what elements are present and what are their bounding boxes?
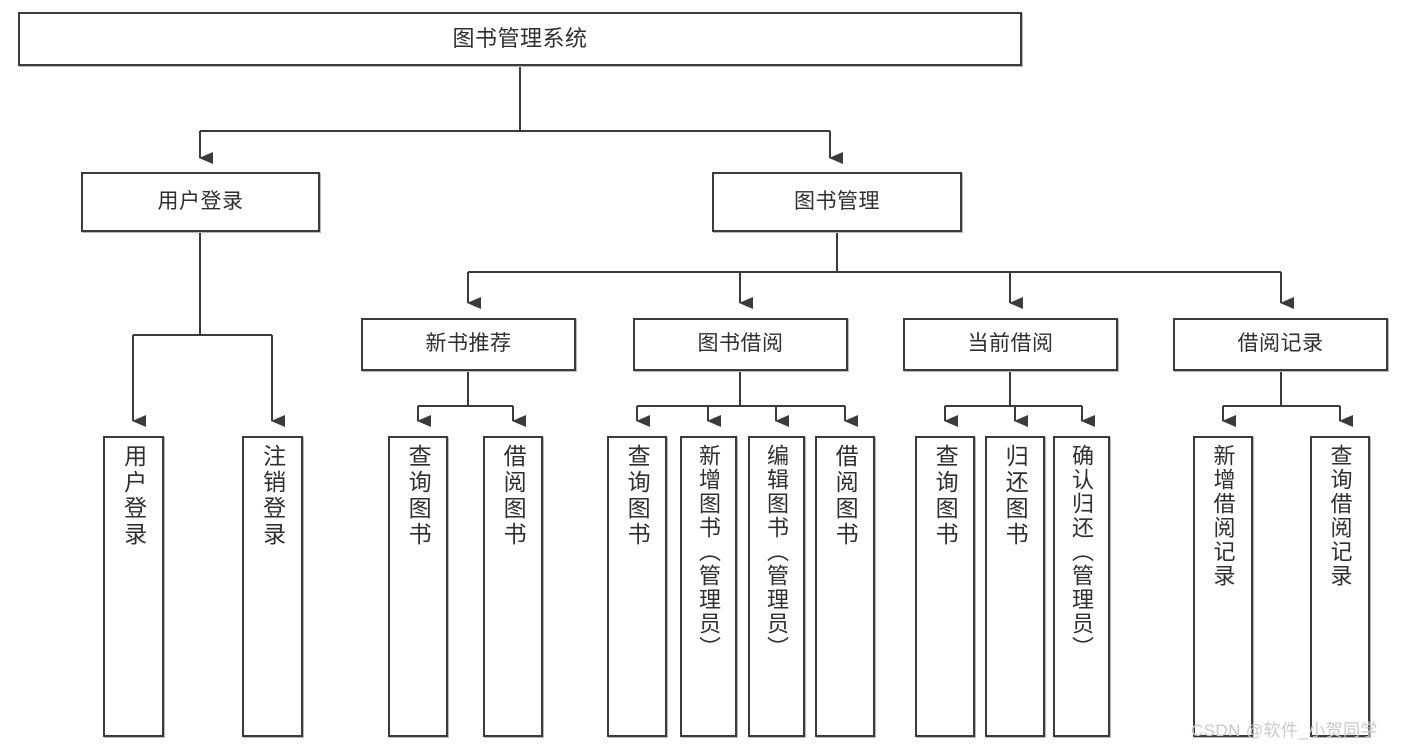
node-leaf-logout-login-label: 注销登录 <box>259 444 286 548</box>
node-leaf-borrow-book-1-label: 借阅图书 <box>500 444 527 548</box>
node-borrow-record[interactable]: 借阅记录 <box>1173 318 1388 371</box>
node-leaf-borrow-book-2[interactable]: 借阅图书 <box>815 436 875 737</box>
node-leaf-logout-login[interactable]: 注销登录 <box>242 436 303 737</box>
node-leaf-user-login-label: 用户登录 <box>120 444 147 548</box>
csdn-watermark: CSDN @软件_小贺同学 <box>1191 721 1378 740</box>
node-user-login-label: 用户登录 <box>157 189 244 213</box>
node-leaf-confirm-return-label: 确认归还（管理员） <box>1069 444 1095 660</box>
node-leaf-user-login[interactable]: 用户登录 <box>103 436 164 737</box>
node-borrow-record-label: 借阅记录 <box>1237 332 1324 356</box>
node-leaf-edit-book[interactable]: 编辑图书（管理员） <box>748 436 805 737</box>
node-leaf-query-borrow-record-label: 查询借阅记录 <box>1327 444 1353 588</box>
node-user-login[interactable]: 用户登录 <box>81 172 320 232</box>
node-leaf-query-book-3-label: 查询图书 <box>932 444 959 548</box>
node-leaf-borrow-book-2-label: 借阅图书 <box>832 444 859 548</box>
node-book-management-label: 图书管理 <box>794 189 880 213</box>
node-book-management[interactable]: 图书管理 <box>712 172 962 232</box>
node-leaf-confirm-return[interactable]: 确认归还（管理员） <box>1053 436 1110 737</box>
node-book-borrow[interactable]: 图书借阅 <box>633 318 848 371</box>
node-leaf-return-book[interactable]: 归还图书 <box>985 436 1045 737</box>
node-leaf-query-borrow-record[interactable]: 查询借阅记录 <box>1310 436 1370 737</box>
node-leaf-edit-book-label: 编辑图书（管理员） <box>764 444 790 660</box>
node-root-label: 图书管理系统 <box>452 26 588 52</box>
node-leaf-query-book-2-label: 查询图书 <box>624 444 651 548</box>
node-leaf-add-borrow-record-label: 新增借阅记录 <box>1210 444 1236 588</box>
node-book-borrow-label: 图书借阅 <box>697 332 784 356</box>
node-leaf-add-book-label: 新增图书（管理员） <box>696 444 722 660</box>
node-current-borrow[interactable]: 当前借阅 <box>903 318 1118 371</box>
node-leaf-query-book-3[interactable]: 查询图书 <box>915 436 975 737</box>
node-new-book-recommend[interactable]: 新书推荐 <box>361 318 576 371</box>
node-leaf-add-borrow-record[interactable]: 新增借阅记录 <box>1193 436 1253 737</box>
node-leaf-query-book-1-label: 查询图书 <box>405 444 432 548</box>
node-leaf-query-book-2[interactable]: 查询图书 <box>607 436 667 737</box>
node-leaf-add-book[interactable]: 新增图书（管理员） <box>680 436 737 737</box>
node-leaf-return-book-label: 归还图书 <box>1002 444 1029 548</box>
node-current-borrow-label: 当前借阅 <box>967 332 1054 356</box>
node-leaf-borrow-book-1[interactable]: 借阅图书 <box>483 436 543 737</box>
node-leaf-query-book-1[interactable]: 查询图书 <box>388 436 448 737</box>
node-new-book-recommend-label: 新书推荐 <box>425 332 512 356</box>
node-root[interactable]: 图书管理系统 <box>18 12 1022 66</box>
